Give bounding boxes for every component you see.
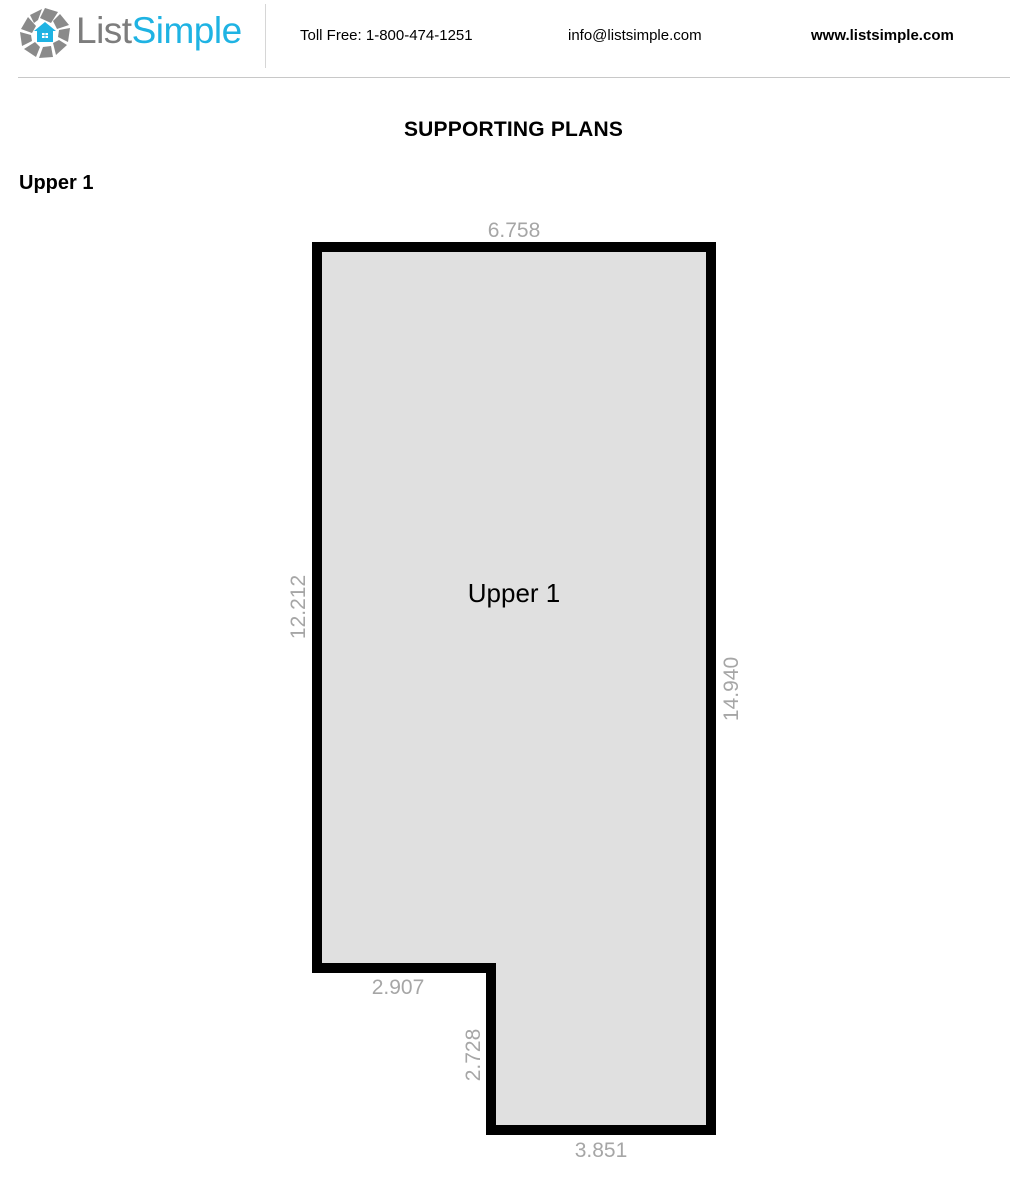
page-title: SUPPORTING PLANS: [403, 118, 624, 141]
dimension-notch-horizontal: 2.907: [372, 976, 425, 999]
dimension-left: 12.212: [287, 575, 310, 639]
website-link[interactable]: www.listsimple.com: [811, 27, 954, 44]
section-title: Upper 1: [19, 172, 94, 194]
page-header: ListSimple Toll Free: 1-800-474-1251 inf…: [0, 0, 1027, 78]
toll-free-phone[interactable]: Toll Free: 1-800-474-1251: [300, 27, 473, 44]
listsimple-logo[interactable]: ListSimple: [18, 6, 258, 62]
dimension-right: 14.940: [720, 657, 743, 721]
room-shape: [312, 242, 716, 1135]
room-label: Upper 1: [468, 578, 561, 608]
logo-text-list: List: [76, 10, 132, 51]
dimension-top: 6.758: [488, 219, 541, 242]
logo-text-simple: Simple: [131, 10, 243, 51]
dimension-notch-vertical: 2.728: [462, 1029, 485, 1082]
header-divider: [265, 4, 266, 68]
logo-wordmark: ListSimple: [76, 9, 242, 53]
camera-aperture-house-icon: [20, 8, 70, 58]
dimension-bottom: 3.851: [575, 1139, 628, 1162]
contact-email-link[interactable]: info@listsimple.com: [568, 27, 702, 44]
header-rule: [18, 77, 1010, 78]
